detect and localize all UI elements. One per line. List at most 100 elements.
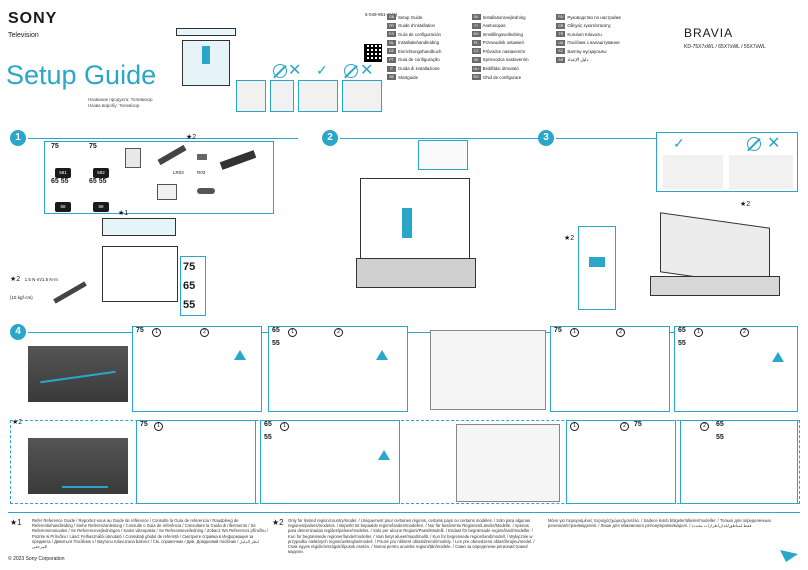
language-label: Startguide [398, 74, 419, 80]
language-code: PT [387, 56, 396, 63]
remote-icon [157, 144, 187, 166]
language-item [556, 66, 637, 72]
size-column-55: 55 [183, 299, 196, 311]
language-label: Οδηγός εγκατάστασης [567, 23, 611, 29]
size-65-55-a: 65 55 [51, 178, 69, 185]
torque-star-2: ★2 [10, 276, 21, 283]
stand-box-icon [102, 218, 176, 236]
step-4-65-panel-b [674, 326, 798, 412]
language-code: SE [387, 74, 396, 81]
star-row-dashed-border [10, 420, 800, 504]
footer-star-2: ★2 [272, 518, 284, 527]
tv-screen-illustration-top [28, 346, 128, 402]
language-code: KZ [556, 48, 566, 55]
language-label: Asetusopas [482, 23, 506, 29]
star-size-65-b: 65 [716, 421, 724, 428]
tv-stand-center-illustration-2 [456, 424, 560, 502]
step-4-size-75-b: 75 [554, 327, 562, 334]
cable-icon [197, 188, 215, 194]
star-step-1-icon: 1 [154, 422, 163, 431]
language-label: Průvodce nastavením [482, 48, 526, 54]
warning-icon-2 [376, 350, 388, 360]
step-3-do-dont-panel: ✓ ✕ [656, 132, 798, 192]
step-1-star-1: ★1 [118, 210, 129, 217]
language-label: Guide d'installation [398, 23, 435, 29]
language-label: Баптау нұсқаулығы [567, 48, 607, 54]
warning-icon-3 [772, 352, 784, 362]
language-code: UA [556, 39, 566, 46]
product-name-ua: Назва виробу: Телевізор [88, 102, 140, 108]
language-code: CZ [471, 48, 481, 55]
star-65-panel-b [680, 420, 798, 504]
language-code: IT [387, 65, 396, 72]
part-number: 5-049-951-11(1) [365, 12, 398, 17]
step-1-parts-panel: 75 75 65 55 65 55 581 582 58 59 LR03 R03 [44, 141, 274, 214]
star-65-panel-a [260, 420, 400, 504]
accessory-code-lr03: LR03 [173, 170, 184, 175]
step-4-size-55-a: 55 [272, 340, 280, 347]
language-code: GR [556, 22, 566, 29]
footer-rule [8, 512, 800, 514]
language-label: Beállítási útmutató [482, 66, 519, 72]
box-lid [176, 28, 236, 36]
star-step-1c-icon: 1 [570, 422, 579, 431]
language-code: RU [556, 14, 566, 20]
language-label: Innstillingsveiledning [482, 31, 523, 37]
footer-region-note-2: Μόνο για περιορισμένες περιοχές/χώρες/μο… [548, 518, 771, 529]
language-code: SK [471, 56, 481, 63]
part-code-581: 581 [55, 168, 71, 178]
language-label: Setup Guide [398, 14, 423, 20]
size-column-panel [180, 256, 206, 316]
step-1-badge: 1 [10, 130, 26, 146]
language-label: Guia de configuração [398, 57, 440, 63]
step-4-75-panel-b [550, 326, 670, 412]
language-code: NO [471, 31, 481, 38]
model-list: KD-75X7xWL / 65X7xWL / 55X7xWL [684, 44, 766, 50]
part-code-582: 582 [93, 168, 109, 178]
star-size-55-b: 55 [716, 434, 724, 441]
inset-tv-corner [418, 140, 468, 170]
language-label: Guida di installazione [398, 66, 440, 72]
step-4-size-55-b: 55 [678, 340, 686, 347]
screws-pack-icon [157, 184, 177, 200]
handling-photo-1 [236, 80, 266, 112]
part-code-59: 59 [93, 202, 109, 212]
language-label: Посібник з налаштування [567, 40, 620, 46]
language-code: AR [556, 56, 566, 63]
product-name-ru: Название продукта: Телевизор [88, 97, 153, 102]
tv-carton-wire [102, 246, 178, 302]
star-step-2d-icon: 2 [700, 422, 709, 431]
step-4-rule [28, 332, 798, 334]
step-4-step-2c-icon: 2 [616, 328, 625, 337]
narrow-width-arrow-icon [62, 486, 108, 488]
handling-photo-3 [298, 80, 338, 112]
cross-icon: ✕ [288, 62, 302, 79]
language-code: PL [471, 39, 481, 46]
language-item [556, 74, 637, 80]
size-column-65: 65 [183, 280, 196, 292]
step-3-people-lifting [620, 196, 796, 310]
step-4-step-1d-icon: 1 [694, 328, 703, 337]
step-3-prohibited-icon [747, 137, 761, 151]
step-4-size-65-b: 65 [678, 327, 686, 334]
language-label: Przewodnik ustawień [482, 40, 524, 46]
step-4-size-65-a: 65 [272, 327, 280, 334]
language-label: Ghid de configurare [482, 74, 522, 80]
language-label: Installatiehandleiding [398, 40, 440, 46]
step-3-cross-icon: ✕ [767, 135, 781, 152]
accessory-code-r03: R03 [197, 170, 206, 175]
step-3-hand-photo-1 [663, 155, 723, 189]
size-column-75: 75 [183, 261, 196, 273]
step-1-rule [28, 138, 298, 140]
step-3-checkmark-icon: ✓ [673, 135, 685, 151]
